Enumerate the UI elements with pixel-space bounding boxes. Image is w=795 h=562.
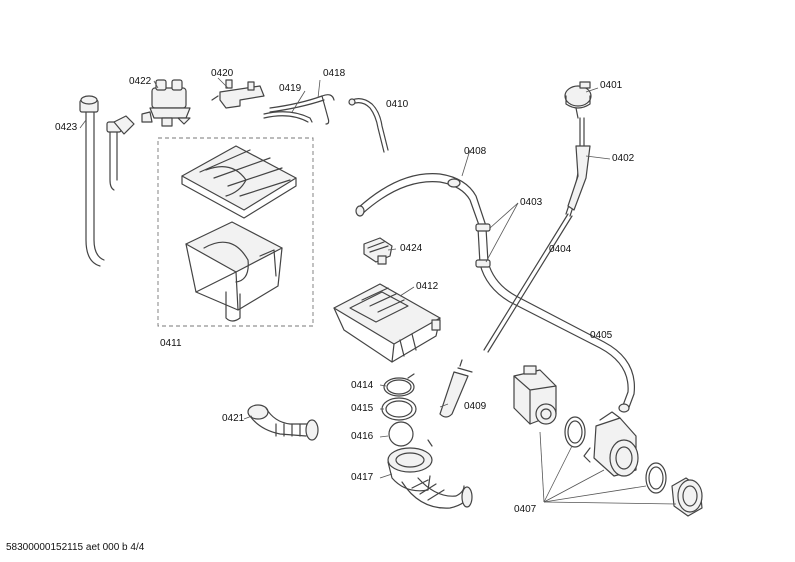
part-0415-seal-ring: [381, 397, 417, 421]
label-0422: 0422: [129, 76, 152, 87]
label-0401: 0401: [600, 80, 623, 91]
part-0417-sump-hose: [387, 439, 473, 509]
label-0414: 0414: [351, 380, 374, 391]
label-0402: 0402: [612, 153, 635, 164]
part-0411-dispenser-group: [157, 137, 314, 327]
part-0420-bracket: [211, 79, 265, 109]
part-0414-clamp-ring: [383, 373, 415, 397]
label-0412: 0412: [416, 281, 439, 292]
label-0417: 0417: [351, 472, 374, 483]
part-0412-housing: [333, 283, 441, 363]
label-0415: 0415: [351, 403, 374, 414]
part-0401-pressure-switch: [564, 81, 592, 119]
part-0407-pump-group: [513, 365, 703, 517]
part-0424-clip: [363, 237, 393, 265]
label-0405: 0405: [590, 330, 613, 341]
label-0403: 0403: [520, 197, 543, 208]
label-0410: 0410: [386, 99, 409, 110]
part-0408-hose: [355, 173, 487, 229]
label-0408: 0408: [464, 146, 487, 157]
label-0420: 0420: [211, 68, 234, 79]
document-footer-id: 58300000152115 aet 000 b 4/4: [6, 542, 145, 553]
part-0409-air-trap: [439, 359, 473, 418]
part-0422-valve: [141, 79, 191, 127]
label-0421: 0421: [222, 413, 245, 424]
part-0405-hose: [475, 223, 636, 413]
part-0402-pressure-hose: [565, 117, 591, 217]
label-0423: 0423: [55, 122, 78, 133]
part-0404-tube: [483, 213, 573, 353]
part-0419-hose: [263, 111, 313, 123]
part-0416-ball: [388, 421, 414, 447]
label-0404: 0404: [549, 244, 572, 255]
label-0419: 0419: [279, 83, 302, 94]
label-0409: 0409: [464, 401, 487, 412]
part-0418-hose: [269, 94, 335, 125]
label-0411: 0411: [160, 338, 182, 349]
leader-lines: [79, 77, 677, 505]
label-0418: 0418: [323, 68, 346, 79]
label-0407: 0407: [514, 504, 537, 515]
part-0423-inlet-hose: [79, 95, 135, 267]
label-0416: 0416: [351, 431, 374, 442]
part-0421-hose: [247, 404, 319, 441]
label-0424: 0424: [400, 243, 423, 254]
part-0410-hose: [348, 98, 389, 153]
